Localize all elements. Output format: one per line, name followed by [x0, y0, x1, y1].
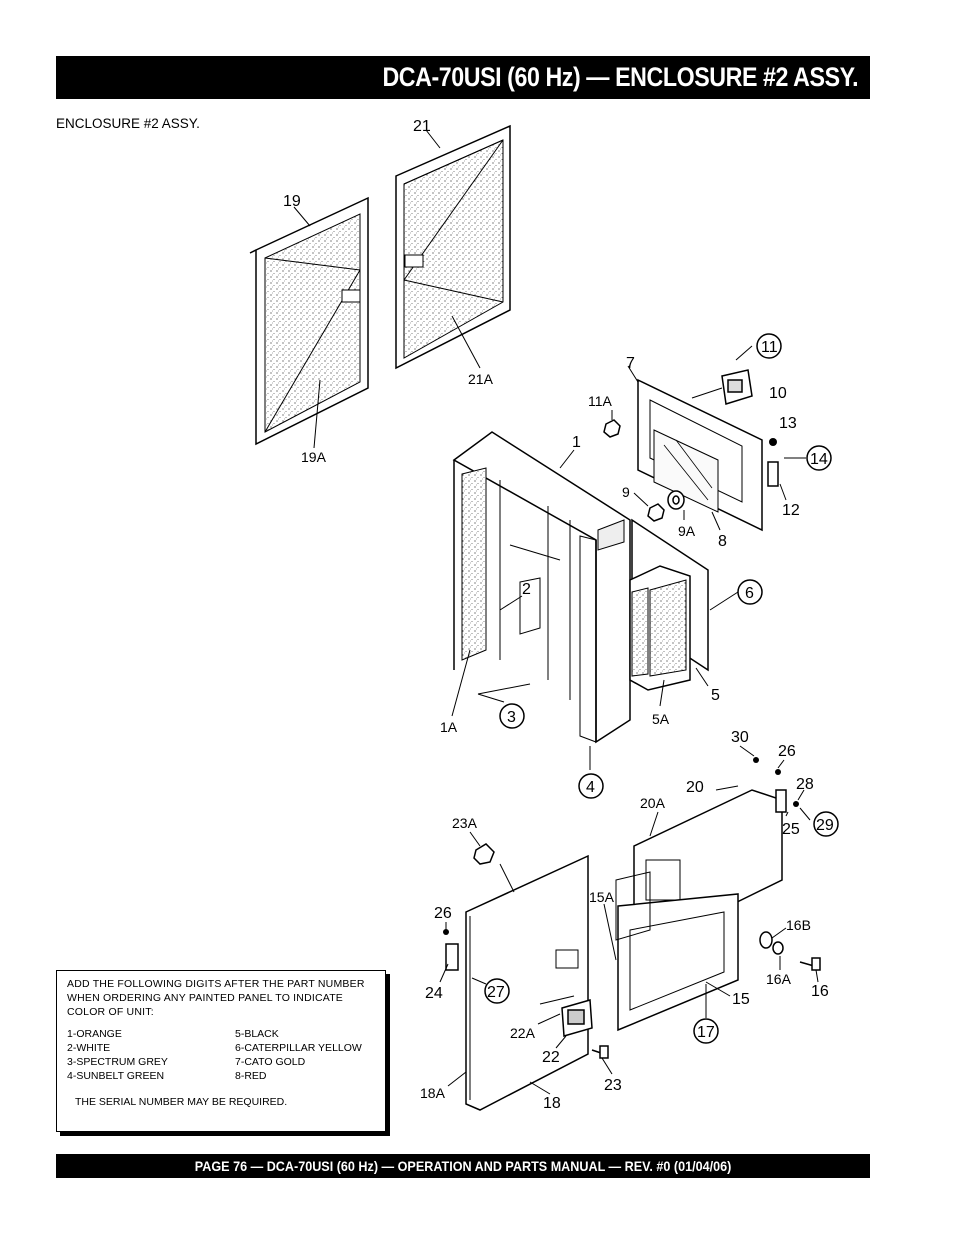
bolt-26	[775, 769, 781, 775]
callout-1A: 1A	[440, 719, 458, 735]
callout-circles	[484, 333, 839, 1044]
color-code-item: 3-SPECTRUM GREY	[67, 1056, 168, 1068]
color-code-item: 5-BLACK	[235, 1028, 279, 1040]
callout-18: 18	[543, 1095, 561, 1112]
control-panel-7	[637, 378, 763, 532]
door-panel-19	[249, 196, 369, 446]
callout-26: 26	[778, 743, 796, 760]
washer-9A	[667, 490, 685, 510]
callout-21: 21	[413, 118, 431, 135]
washer-16B	[759, 931, 773, 949]
callout-15: 15	[732, 991, 750, 1008]
callout-11A: 11A	[588, 393, 613, 409]
callout-19A: 19A	[301, 449, 327, 465]
callout-15A: 15A	[589, 889, 615, 905]
callout-16: 16	[811, 983, 829, 1000]
color-code-list: 1-ORANGE 5-BLACK 2-WHITE 6-CATERPILLAR Y…	[67, 1027, 375, 1083]
callout-19: 19	[283, 193, 301, 210]
leader-lines	[293, 129, 819, 1095]
callout-27: 27	[487, 984, 505, 1001]
fastener-13	[769, 438, 777, 446]
page-title-bar: DCA-70USI (60 Hz) — ENCLOSURE #2 ASSY.	[56, 56, 870, 99]
nut-23A	[473, 843, 495, 865]
hinge-25	[775, 789, 787, 813]
callout-23A: 23A	[452, 815, 478, 831]
callout-10: 10	[769, 385, 787, 402]
callout-28: 28	[796, 776, 814, 793]
door-panel-21	[395, 124, 511, 370]
callout-25: 25	[782, 821, 800, 838]
callout-6: 6	[745, 585, 754, 602]
color-code-item: 8-RED	[235, 1070, 267, 1082]
nut-11A	[603, 419, 621, 438]
bolt-26b	[443, 929, 449, 935]
callout-21A: 21A	[468, 371, 494, 387]
door-frame-15	[615, 871, 739, 1032]
callout-8: 8	[718, 533, 727, 550]
callout-1: 1	[572, 434, 581, 451]
bolt-23	[591, 1045, 609, 1059]
callout-22A: 22A	[510, 1025, 536, 1041]
callout-2: 2	[522, 581, 531, 598]
color-code-item: 2-WHITE	[67, 1042, 111, 1054]
callout-7: 7	[626, 355, 635, 372]
callout-22: 22	[542, 1049, 560, 1066]
color-code-note: ADD THE FOLLOWING DIGITS AFTER THE PART …	[56, 970, 386, 1132]
nut-9	[647, 503, 665, 522]
serial-number-note: THE SERIAL NUMBER MAY BE REQUIRED.	[75, 1096, 288, 1108]
callout-17: 17	[697, 1024, 715, 1041]
hinge-12	[767, 461, 779, 487]
callout-26-lower: 26	[434, 905, 452, 922]
callout-3: 3	[507, 709, 516, 726]
callout-5: 5	[711, 687, 720, 704]
callout-30: 30	[731, 729, 749, 746]
color-code-item: 7-CATO GOLD	[235, 1056, 306, 1068]
callout-11: 11	[761, 339, 778, 356]
callout-24: 24	[425, 985, 443, 1002]
color-code-item: 1-ORANGE	[67, 1028, 122, 1040]
figure-caption: ENCLOSURE #2 ASSY.	[56, 116, 200, 131]
callout-20: 20	[686, 779, 704, 796]
callout-18A: 18A	[420, 1085, 446, 1101]
callout-23: 23	[604, 1077, 622, 1094]
washer-16A	[772, 941, 784, 955]
callout-labels: 21 19 19A 21A 11 7 10 11A 13 14 12 1 9 9…	[283, 118, 834, 1112]
callout-13: 13	[779, 415, 797, 432]
callout-9A: 9A	[678, 523, 696, 539]
bolt-16	[799, 957, 821, 971]
color-code-item: 4-SUNBELT GREEN	[67, 1070, 165, 1082]
latch-22	[561, 999, 593, 1037]
callout-5A: 5A	[652, 711, 670, 727]
side-panel-6	[629, 518, 709, 691]
callout-14: 14	[810, 451, 828, 468]
hinge-24	[445, 943, 459, 971]
latch-10	[721, 369, 753, 405]
color-code-item: 6-CATERPILLAR YELLOW	[235, 1042, 362, 1054]
callout-16B: 16B	[786, 917, 811, 933]
main-enclosure-frame-1	[452, 431, 631, 744]
page-footer-bar: PAGE 76 — DCA-70USI (60 Hz) — OPERATION …	[56, 1154, 870, 1178]
callout-29: 29	[816, 817, 834, 834]
callout-20A: 20A	[640, 795, 666, 811]
callout-4: 4	[586, 779, 595, 796]
page-title: DCA-70USI (60 Hz) — ENCLOSURE #2 ASSY.	[382, 62, 858, 92]
bolt-28	[793, 801, 799, 807]
callout-12: 12	[782, 502, 800, 519]
bolt-30	[753, 757, 759, 763]
color-note-intro: ADD THE FOLLOWING DIGITS AFTER THE PART …	[67, 978, 365, 1018]
page-footer-text: PAGE 76 — DCA-70USI (60 Hz) — OPERATION …	[194, 1158, 732, 1174]
callout-9: 9	[622, 484, 630, 500]
callout-16A: 16A	[766, 971, 792, 987]
